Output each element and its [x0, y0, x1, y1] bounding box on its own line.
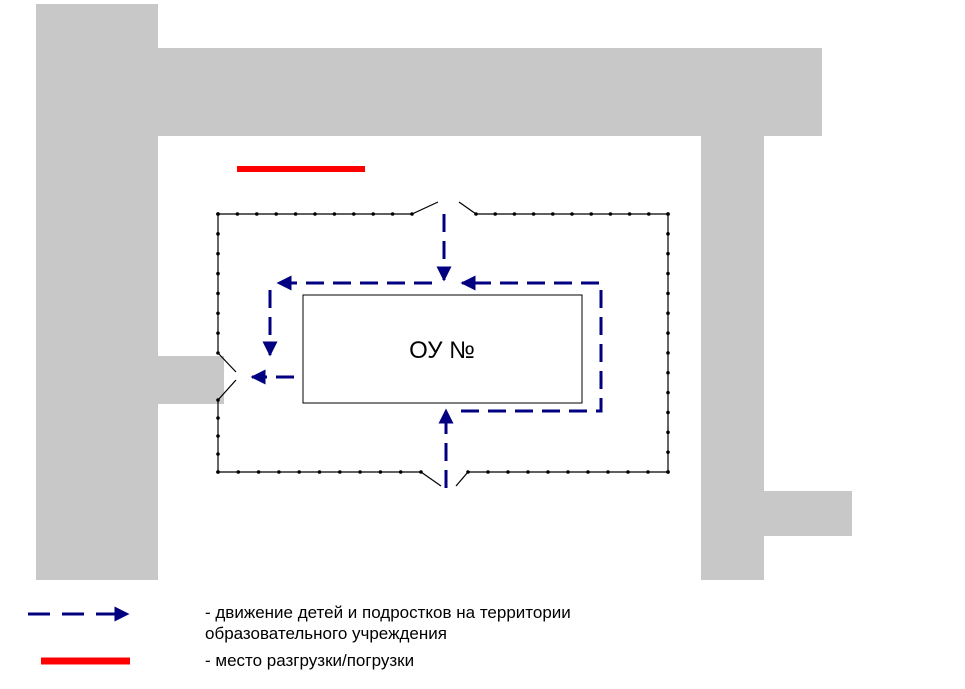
fence-post-icon	[666, 311, 670, 316]
fence-post-icon	[570, 212, 574, 216]
fence-post-icon	[666, 212, 670, 216]
fence-post-icon	[216, 351, 220, 355]
fence-post-icon	[256, 470, 261, 474]
fence-post-icon	[274, 212, 279, 216]
road-left-branch	[158, 356, 224, 404]
fence-post-icon	[216, 452, 220, 456]
school-building-label: ОУ №	[409, 337, 475, 364]
fence-post-icon	[566, 470, 570, 474]
legend-route-text-line1: - движение детей и подростков на террито…	[205, 603, 571, 622]
fence-post-icon	[317, 470, 322, 474]
fence-post-icon	[216, 416, 220, 420]
fence-post-icon	[512, 212, 517, 216]
fence-post-icon	[666, 430, 670, 435]
fence-post-icon	[216, 291, 220, 296]
fence-post-icon	[216, 251, 220, 256]
fence-post-icon	[338, 470, 342, 474]
fence-post-icon	[646, 470, 650, 474]
fence-post-icon	[666, 370, 670, 375]
fence-post-icon	[493, 212, 498, 216]
fence-top-left	[218, 201, 439, 215]
road-right-branch	[701, 491, 852, 536]
fence-post-icon	[486, 470, 490, 474]
fence-post-icon	[216, 232, 220, 236]
fence-post-icon	[410, 212, 414, 216]
fence-post-icon	[666, 410, 670, 415]
fence-post-icon	[589, 212, 593, 216]
road-top-horizontal	[36, 48, 822, 136]
fence-post-icon	[235, 212, 240, 216]
fence-post-icon	[216, 470, 220, 474]
fence-post-icon	[546, 470, 550, 474]
school-building	[302, 294, 583, 404]
fence-post-icon	[216, 212, 220, 216]
fence-post-icon	[608, 212, 613, 216]
fence-post-icon	[666, 271, 670, 276]
fence-post-icon	[419, 470, 423, 474]
fence-post-icon	[526, 470, 530, 474]
fence-post-icon	[531, 212, 536, 216]
fence-post-icon	[466, 470, 470, 474]
fence-post-icon	[277, 470, 281, 474]
fence-post-icon	[297, 470, 302, 474]
legend-unloading-text: - место разгрузки/погрузки	[205, 651, 415, 670]
fence-post-icon	[216, 398, 220, 402]
fence-post-icon	[626, 470, 630, 474]
fence-post-icon	[666, 331, 670, 335]
fence-posts	[216, 212, 670, 474]
fence-post-icon	[398, 470, 403, 474]
fence-post-icon	[666, 450, 670, 454]
fence-post-icon	[666, 232, 670, 236]
fence-post-icon	[666, 390, 670, 395]
fence-post-icon	[358, 470, 362, 474]
roads	[36, 4, 852, 580]
fence-post-icon	[606, 470, 610, 474]
fence-post-icon	[216, 271, 220, 276]
fence-post-icon	[551, 212, 555, 216]
fence-post-icon	[378, 470, 383, 474]
fence-post-icon	[390, 212, 395, 216]
fence-post-icon	[293, 212, 298, 216]
fence-post-icon	[216, 434, 220, 438]
fence-post-icon	[254, 212, 259, 216]
fence-post-icon	[586, 470, 590, 474]
route-top-loop-right	[460, 275, 603, 413]
fence-post-icon	[371, 212, 376, 216]
legend-route-text-line2: образовательного учреждения	[205, 624, 447, 643]
fence-post-icon	[647, 212, 651, 216]
fence-post-icon	[666, 351, 670, 355]
fence-post-icon	[352, 212, 356, 216]
fence-post-icon	[666, 470, 670, 474]
fence-post-icon	[666, 291, 670, 296]
fence-post-icon	[216, 311, 220, 316]
fence-post-icon	[506, 470, 510, 474]
fence-post-icon	[236, 470, 241, 474]
fence-post-icon	[216, 331, 220, 335]
fence-post-icon	[474, 212, 478, 216]
fence-top-right	[455, 201, 669, 487]
fence-post-icon	[666, 251, 670, 256]
fence-post-icon	[332, 212, 337, 216]
fence-left-upper	[217, 214, 237, 373]
fence-post-icon	[313, 212, 317, 216]
fence-post-icon	[627, 212, 632, 216]
children-routes	[250, 214, 603, 488]
